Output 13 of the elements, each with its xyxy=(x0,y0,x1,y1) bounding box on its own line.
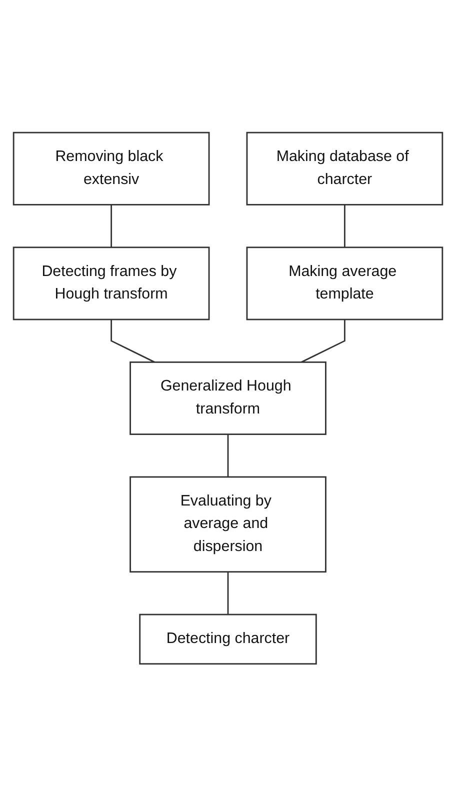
node-box: Detecting charcter xyxy=(139,614,317,665)
connector xyxy=(227,434,229,478)
node-box: Detecting frames by Hough transform xyxy=(12,246,210,320)
node-box: Removing black extensiv xyxy=(12,132,210,206)
connector xyxy=(110,320,156,364)
connector xyxy=(344,204,346,248)
connector xyxy=(300,320,346,364)
node-box: Making average template xyxy=(246,246,444,320)
node-box: Making database of charcter xyxy=(246,132,444,206)
connector xyxy=(227,572,229,615)
node-box: Evaluating by average and dispersion xyxy=(130,476,326,573)
node-box: Generalized Hough transform xyxy=(130,362,326,436)
connector xyxy=(110,204,112,248)
